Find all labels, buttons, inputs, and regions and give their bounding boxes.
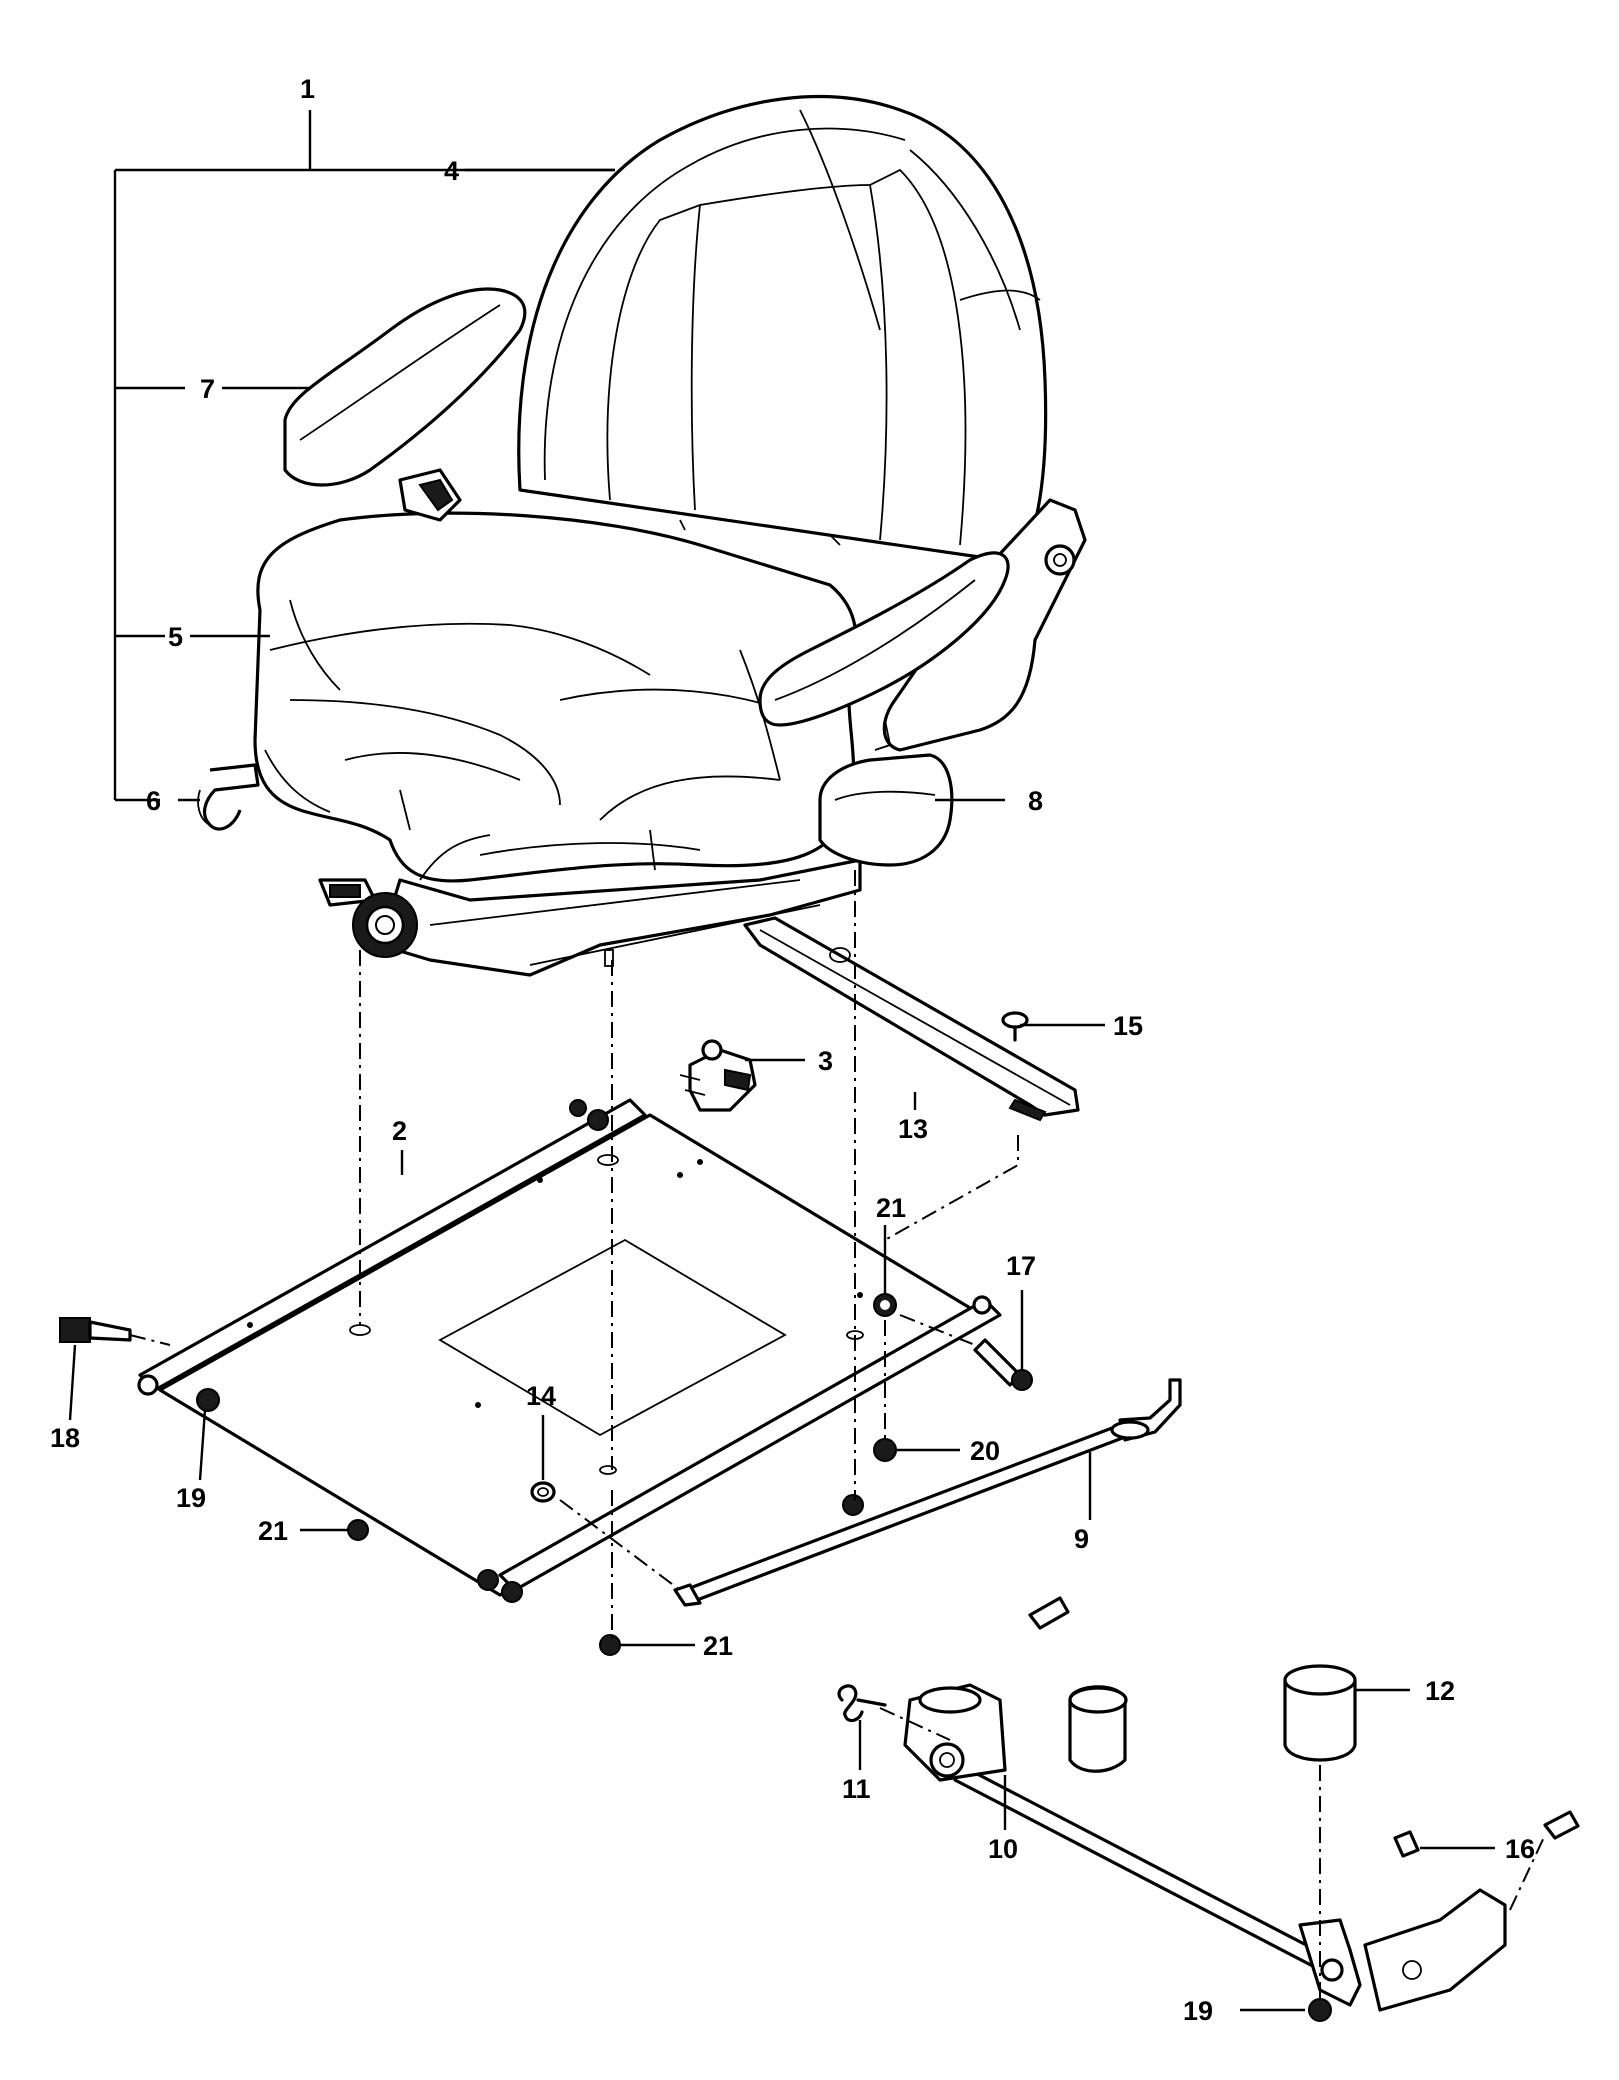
seat-cushion bbox=[253, 511, 858, 883]
washer bbox=[530, 1481, 556, 1503]
callout-12: 12 bbox=[1425, 1676, 1455, 1706]
linkage-rod bbox=[673, 1378, 1182, 1607]
callout-17: 17 bbox=[1006, 1251, 1036, 1281]
callout-1: 1 bbox=[300, 74, 315, 104]
callout-15: 15 bbox=[1113, 1011, 1143, 1041]
callout-19b: 19 bbox=[1183, 1996, 1213, 2026]
callout-18: 18 bbox=[50, 1423, 80, 1453]
callouts: 1 2 3 4 5 6 7 8 9 10 11 12 13 14 15 16 1… bbox=[50, 74, 1535, 2026]
bumper bbox=[1283, 1664, 1357, 1762]
callout-16: 16 bbox=[1505, 1834, 1535, 1864]
callout-8: 8 bbox=[1028, 786, 1043, 816]
adjust-lever bbox=[197, 763, 260, 831]
callout-2: 2 bbox=[392, 1116, 407, 1146]
callout-11: 11 bbox=[842, 1774, 871, 1804]
pivot-shaft bbox=[903, 1683, 1507, 2012]
flange-bolt bbox=[1028, 1596, 1580, 1858]
left-armrest bbox=[283, 287, 527, 522]
leader-lines bbox=[68, 110, 1495, 2012]
flange-nut bbox=[1308, 1998, 1332, 2022]
callout-14: 14 bbox=[526, 1381, 556, 1411]
seat-assembly bbox=[197, 95, 1087, 977]
callout-21b: 21 bbox=[258, 1516, 288, 1546]
lock-nut bbox=[873, 1438, 897, 1462]
callout-19a: 19 bbox=[176, 1483, 206, 1513]
callout-9: 9 bbox=[1074, 1524, 1089, 1554]
callout-10: 10 bbox=[988, 1834, 1018, 1864]
rivet bbox=[1001, 1011, 1029, 1042]
bolt bbox=[59, 1317, 132, 1343]
torsion-spring bbox=[837, 1684, 887, 1723]
flange-nut bbox=[873, 1293, 897, 1317]
callout-21a: 21 bbox=[876, 1193, 906, 1223]
callout-7: 7 bbox=[200, 374, 215, 404]
assembly-lines bbox=[129, 870, 1546, 2000]
callout-6: 6 bbox=[146, 786, 161, 816]
seat-switch bbox=[679, 1039, 757, 1112]
shoulder-bolt bbox=[973, 1338, 1033, 1391]
callout-13: 13 bbox=[898, 1114, 928, 1144]
callout-3: 3 bbox=[818, 1046, 833, 1076]
seat-mounting-plate bbox=[137, 1098, 1002, 1603]
seat-back bbox=[517, 95, 1048, 562]
seat-base bbox=[318, 858, 862, 977]
callout-5: 5 bbox=[168, 622, 183, 652]
callout-21c: 21 bbox=[703, 1631, 733, 1661]
callout-20: 20 bbox=[970, 1436, 1000, 1466]
right-armrest bbox=[758, 498, 1087, 867]
callout-4: 4 bbox=[444, 156, 459, 186]
adjust-knob bbox=[352, 892, 418, 958]
seat-bracket bbox=[743, 916, 1080, 1122]
